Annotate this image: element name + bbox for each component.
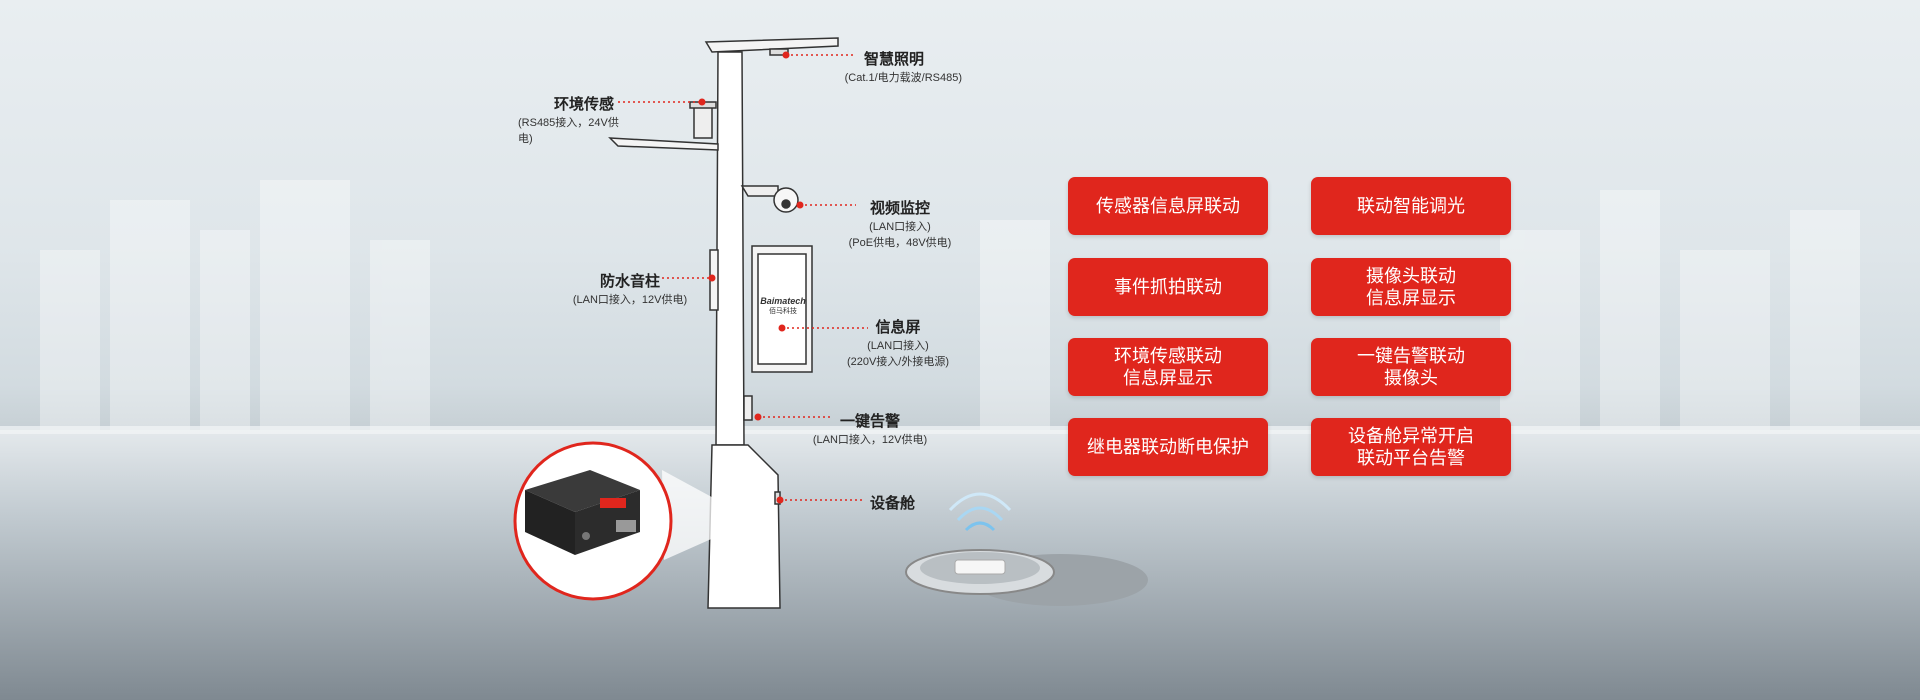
feature-button-label: 传感器信息屏联动: [1096, 196, 1240, 216]
feature-button-label: 联动智能调光: [1357, 196, 1465, 216]
label-cabin-title: 设备舱: [870, 495, 916, 512]
label-smart-lighting: 智慧照明 (Cat.1/电力载波/RS485): [832, 48, 962, 85]
label-env-sensor: 环境传感 (RS485接入，24V供电): [500, 93, 620, 146]
feature-button-label: 继电器联动断电保护: [1087, 437, 1249, 457]
feature-button-alarm-camera[interactable]: 一键告警联动 摄像头: [1311, 338, 1511, 396]
feature-button-camera-screen[interactable]: 摄像头联动 信息屏显示: [1311, 258, 1511, 316]
label-screen: 信息屏 (LAN口接入) (220V接入/外接电源): [843, 316, 953, 369]
feature-button-cabin-alarm[interactable]: 设备舱异常开启 联动平台告警: [1311, 418, 1511, 476]
feature-button-label: 环境传感联动: [1114, 346, 1222, 366]
label-smart-lighting-sub: (Cat.1/电力载波/RS485): [844, 72, 962, 84]
screen-brand-name: Baimatech: [760, 296, 806, 306]
label-screen-sub1: (LAN口接入): [867, 340, 929, 352]
label-video-sub1: (LAN口接入): [869, 221, 931, 233]
feature-button-label: 摄像头: [1384, 368, 1438, 388]
feature-button-label: 事件抓拍联动: [1114, 277, 1222, 297]
label-cabin: 设备舱: [870, 492, 915, 513]
screen-brand: Baimatech 佰马科技: [760, 296, 806, 316]
label-smart-lighting-title: 智慧照明: [863, 51, 924, 68]
feature-button-event-capture[interactable]: 事件抓拍联动: [1068, 258, 1268, 316]
label-env-sensor-sub: (RS485接入，24V供电): [518, 117, 619, 145]
label-screen-title: 信息屏: [875, 319, 921, 336]
label-video-sub2: (PoE供电，48V供电): [848, 237, 952, 249]
feature-button-smart-dimming[interactable]: 联动智能调光: [1311, 177, 1511, 235]
feature-button-label: 摄像头联动: [1366, 266, 1456, 286]
label-alarm-sub: (LAN口接入，12V供电): [812, 434, 928, 446]
label-video: 视频监控 (LAN口接入) (PoE供电，48V供电): [845, 197, 955, 250]
label-speaker: 防水音柱 (LAN口接入，12V供电): [570, 270, 690, 307]
feature-button-label: 联动平台告警: [1357, 448, 1465, 468]
label-speaker-sub: (LAN口接入，12V供电): [572, 294, 688, 306]
feature-button-label: 信息屏显示: [1123, 368, 1213, 388]
feature-button-env-screen[interactable]: 环境传感联动 信息屏显示: [1068, 338, 1268, 396]
label-speaker-title: 防水音柱: [599, 273, 660, 290]
feature-button-label: 设备舱异常开启: [1348, 426, 1474, 446]
label-alarm-title: 一键告警: [839, 413, 900, 430]
feature-button-label: 一键告警联动: [1357, 346, 1465, 366]
screen-brand-cn: 佰马科技: [769, 308, 797, 315]
feature-button-relay-protection[interactable]: 继电器联动断电保护: [1068, 418, 1268, 476]
label-screen-sub2: (220V接入/外接电源): [846, 356, 950, 368]
label-env-sensor-title: 环境传感: [553, 96, 614, 113]
feature-button-sensor-screen[interactable]: 传感器信息屏联动: [1068, 177, 1268, 235]
label-video-title: 视频监控: [869, 200, 930, 217]
label-alarm: 一键告警 (LAN口接入，12V供电): [810, 410, 930, 447]
feature-button-label: 信息屏显示: [1366, 288, 1456, 308]
